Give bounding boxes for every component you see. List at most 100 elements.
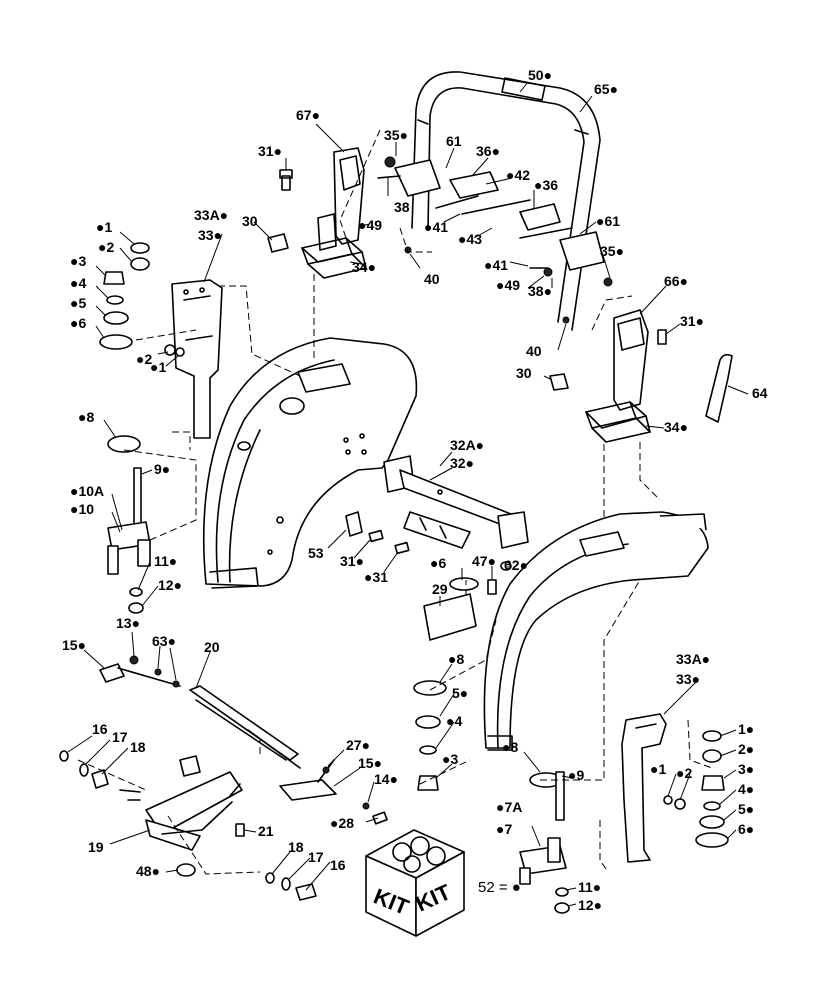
callout: ●7: [496, 821, 512, 837]
callout: ●31: [364, 569, 388, 585]
callout: ●41: [424, 219, 448, 235]
callout: 17: [112, 729, 128, 745]
callout: 1●: [738, 721, 754, 737]
callout: 11●: [578, 879, 601, 895]
bolt-31-left-head: [279, 169, 293, 179]
callout: 6●: [738, 821, 754, 837]
callout: 67●: [296, 107, 320, 123]
callout: 18: [288, 839, 304, 855]
callout: 30: [242, 213, 258, 229]
callout: 40: [526, 343, 542, 359]
callout: ●8: [78, 409, 94, 425]
left-mount-10: [107, 467, 151, 614]
bracket-30-left: [267, 233, 289, 253]
callout: 36●: [476, 143, 500, 159]
right-mount-7: [519, 837, 570, 914]
hardware-16-17-18: [59, 750, 317, 901]
seat-base-19: [119, 755, 245, 877]
callout: ●42: [506, 167, 530, 183]
callout: ●49: [358, 217, 382, 233]
callout: ●9: [568, 767, 584, 783]
callout: ●2: [98, 239, 114, 255]
callout: ●5: [70, 295, 86, 311]
callout: ●1: [150, 359, 166, 375]
callout: ●10A: [70, 483, 104, 499]
callout: 35●: [600, 243, 624, 259]
callout: 34●: [664, 419, 688, 435]
callout: 14●: [374, 771, 398, 787]
callout: 33A●: [194, 207, 228, 223]
callout: 64: [752, 385, 768, 401]
callout: ●61: [596, 213, 620, 229]
left-rear-bracket: [171, 279, 223, 439]
callout: 16: [92, 721, 108, 737]
callout: ●41: [484, 257, 508, 273]
callout: 31●: [680, 313, 704, 329]
callout: 34●: [352, 259, 376, 275]
callout: 16: [330, 857, 346, 873]
callout-labels: 50● 65● 67● 35● 61 36● 31● ●42 ●36 38 ●4…: [62, 67, 768, 913]
callout: ●8: [448, 651, 464, 667]
callout: 19: [88, 839, 104, 855]
callout: 61: [446, 133, 462, 149]
washer-stack-left: [99, 242, 185, 453]
callout: 11●: [154, 553, 177, 569]
callout: 4●: [738, 781, 754, 797]
callout: ●10: [70, 501, 94, 517]
callout: 21: [258, 823, 274, 839]
callout: ●43: [458, 231, 482, 247]
callout: ●28: [330, 815, 354, 831]
callout: ●7A: [496, 799, 522, 815]
callout: 30: [516, 365, 532, 381]
callout: 12●: [158, 577, 182, 593]
callout: ●36: [534, 177, 558, 193]
callout: 32A●: [450, 437, 484, 453]
callout: 47●: [472, 553, 496, 569]
callout: 33●: [198, 227, 222, 243]
callout: ●6: [70, 315, 86, 331]
left-fender: [202, 337, 418, 589]
callout: 38●: [528, 283, 552, 299]
callout: ●3: [442, 751, 458, 767]
bolt-31-left: [281, 175, 291, 191]
callout: ●2: [676, 765, 692, 781]
callout: 31●: [258, 143, 282, 159]
callout: 3●: [738, 761, 754, 777]
washer-stack-right-lower: [663, 730, 729, 848]
callout: 66●: [664, 273, 688, 289]
callout: ●6: [430, 555, 446, 571]
callout: 12●: [578, 897, 602, 913]
callout: 33●: [676, 671, 700, 687]
callout: 31●: [340, 553, 364, 569]
callout: 15●: [358, 755, 382, 771]
callout: ●49: [496, 277, 520, 293]
callout: 40: [424, 271, 440, 287]
callout: ●1: [650, 761, 666, 777]
alignment-lines: [77, 129, 713, 875]
callout: ●4: [446, 713, 462, 729]
callout: 48●: [136, 863, 160, 879]
callout: 35●: [384, 127, 408, 143]
callout: ●4: [70, 275, 86, 291]
callout: ●3: [70, 253, 86, 269]
callout: 62●: [504, 557, 528, 573]
callout: 5●: [452, 685, 468, 701]
callout: 9●: [154, 461, 170, 477]
cross-member-32: [345, 455, 529, 555]
leader-lines: [67, 81, 749, 907]
callout: 65●: [594, 81, 618, 97]
callout: 5●: [738, 801, 754, 817]
callout: 2●: [738, 741, 754, 757]
callout: 20: [204, 639, 220, 655]
callout: 53: [308, 545, 324, 561]
kit-box-icon: KIT KIT: [365, 829, 465, 937]
left-upper-post: [301, 147, 367, 279]
right-rear-bracket: [621, 713, 667, 863]
callout: 33A●: [676, 651, 710, 667]
right-fender: [483, 511, 709, 751]
callout: 18: [130, 739, 146, 755]
seat-pivot: [279, 759, 388, 825]
callout: 63●: [152, 633, 176, 649]
upper-hardware-cluster: [377, 156, 613, 324]
